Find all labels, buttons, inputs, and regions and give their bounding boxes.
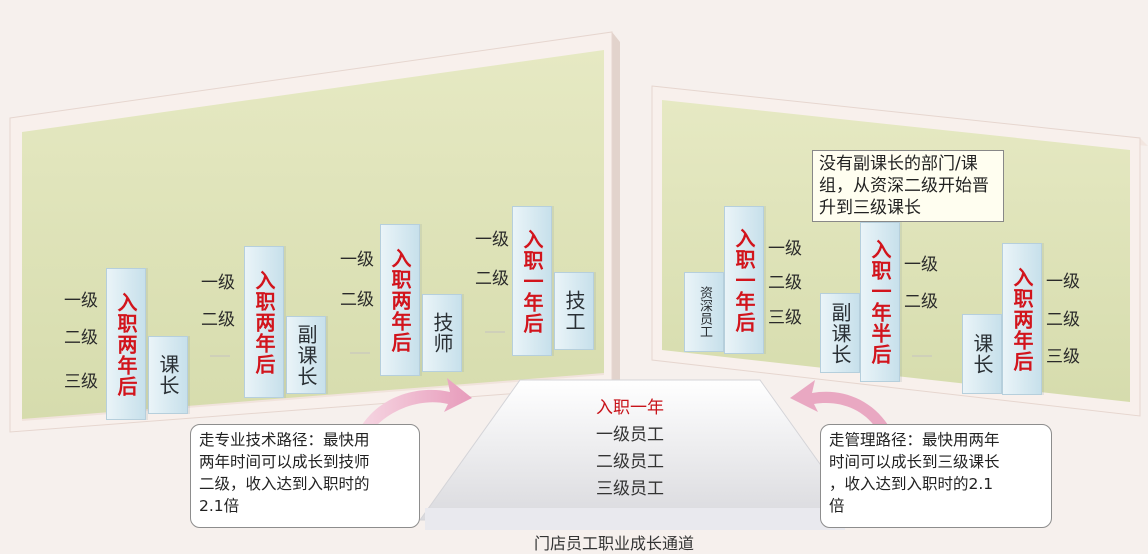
level-label: 一级 <box>64 291 98 311</box>
right-column-1: 资深员工 <box>684 272 724 352</box>
callout-line: 两年时间可以成长到技师 <box>199 453 370 471</box>
level-tick <box>350 352 370 354</box>
level-label: 一级 <box>340 250 374 270</box>
note-line: 没有副课长的部门/课 <box>819 154 978 174</box>
level-label: 二级 <box>768 273 802 293</box>
right-column-5: 课长 <box>962 314 1002 394</box>
right-note: 没有副课长的部门/课 组，从资深二级开始晋 升到三级课长 <box>812 150 1004 222</box>
diagram-caption: 门店员工职业成长通道 <box>534 534 695 553</box>
level-label: 二级 <box>201 310 235 330</box>
level-label: 一级 <box>201 273 235 293</box>
left-column-6: 技师 <box>422 294 462 372</box>
level-label: 二级 <box>904 292 938 312</box>
callout-line: 倍 <box>829 497 845 515</box>
right-column-2: 入职一年后 <box>724 206 764 354</box>
left-column-5: 入职两年后 <box>380 224 420 376</box>
level-tick <box>912 355 932 357</box>
level-label: 一级 <box>904 255 938 275</box>
right-arrow-icon <box>790 380 888 428</box>
center-line: 三级员工 <box>596 479 664 499</box>
center-title: 入职一年 <box>596 398 664 418</box>
level-label: 二级 <box>1046 310 1080 330</box>
left-arrow-icon <box>360 378 472 430</box>
level-label: 二级 <box>340 290 374 310</box>
right-callout: 走管理路径：最快用两年 时间可以成长到三级课长 ，收入达到入职时的2.1 倍 <box>820 424 1052 528</box>
right-column-4: 入职一年半后 <box>860 222 900 382</box>
level-label: 三级 <box>64 372 98 392</box>
left-column-8: 技工 <box>554 272 594 350</box>
level-label: 二级 <box>64 328 98 348</box>
left-column-7: 入职一年后 <box>512 206 552 356</box>
level-label: 三级 <box>768 308 802 328</box>
left-callout: 走专业技术路径：最快用 两年时间可以成长到技师 二级，收入达到入职时的 2.1倍 <box>190 424 420 528</box>
left-column-2: 课长 <box>148 336 188 414</box>
note-line: 升到三级课长 <box>819 198 921 218</box>
level-label: 二级 <box>475 269 509 289</box>
level-label: 一级 <box>475 230 509 250</box>
level-label: 三级 <box>1046 347 1080 367</box>
center-line: 一级员工 <box>596 425 664 445</box>
note-line: 组，从资深二级开始晋 <box>819 176 989 196</box>
callout-line: 二级，收入达到入职时的 <box>199 475 370 493</box>
callout-line: ，收入达到入职时的2.1 <box>829 475 994 493</box>
callout-line: 2.1倍 <box>199 497 240 515</box>
level-label: 一级 <box>768 239 802 259</box>
left-column-1: 入职两年后 <box>106 268 146 420</box>
right-column-3: 副课长 <box>820 293 860 373</box>
callout-line: 走专业技术路径：最快用 <box>199 431 370 449</box>
level-tick <box>210 355 230 357</box>
left-column-4: 副课长 <box>286 316 326 394</box>
callout-line: 时间可以成长到三级课长 <box>829 453 1000 471</box>
callout-line: 走管理路径：最快用两年 <box>829 431 1000 449</box>
level-label: 一级 <box>1046 272 1080 292</box>
level-tick <box>485 331 505 333</box>
left-column-3: 入职两年后 <box>244 246 284 398</box>
right-column-6: 入职两年后 <box>1002 243 1042 395</box>
center-levels: 入职一年 一级员工 二级员工 三级员工 <box>540 395 720 503</box>
center-line: 二级员工 <box>596 452 664 472</box>
